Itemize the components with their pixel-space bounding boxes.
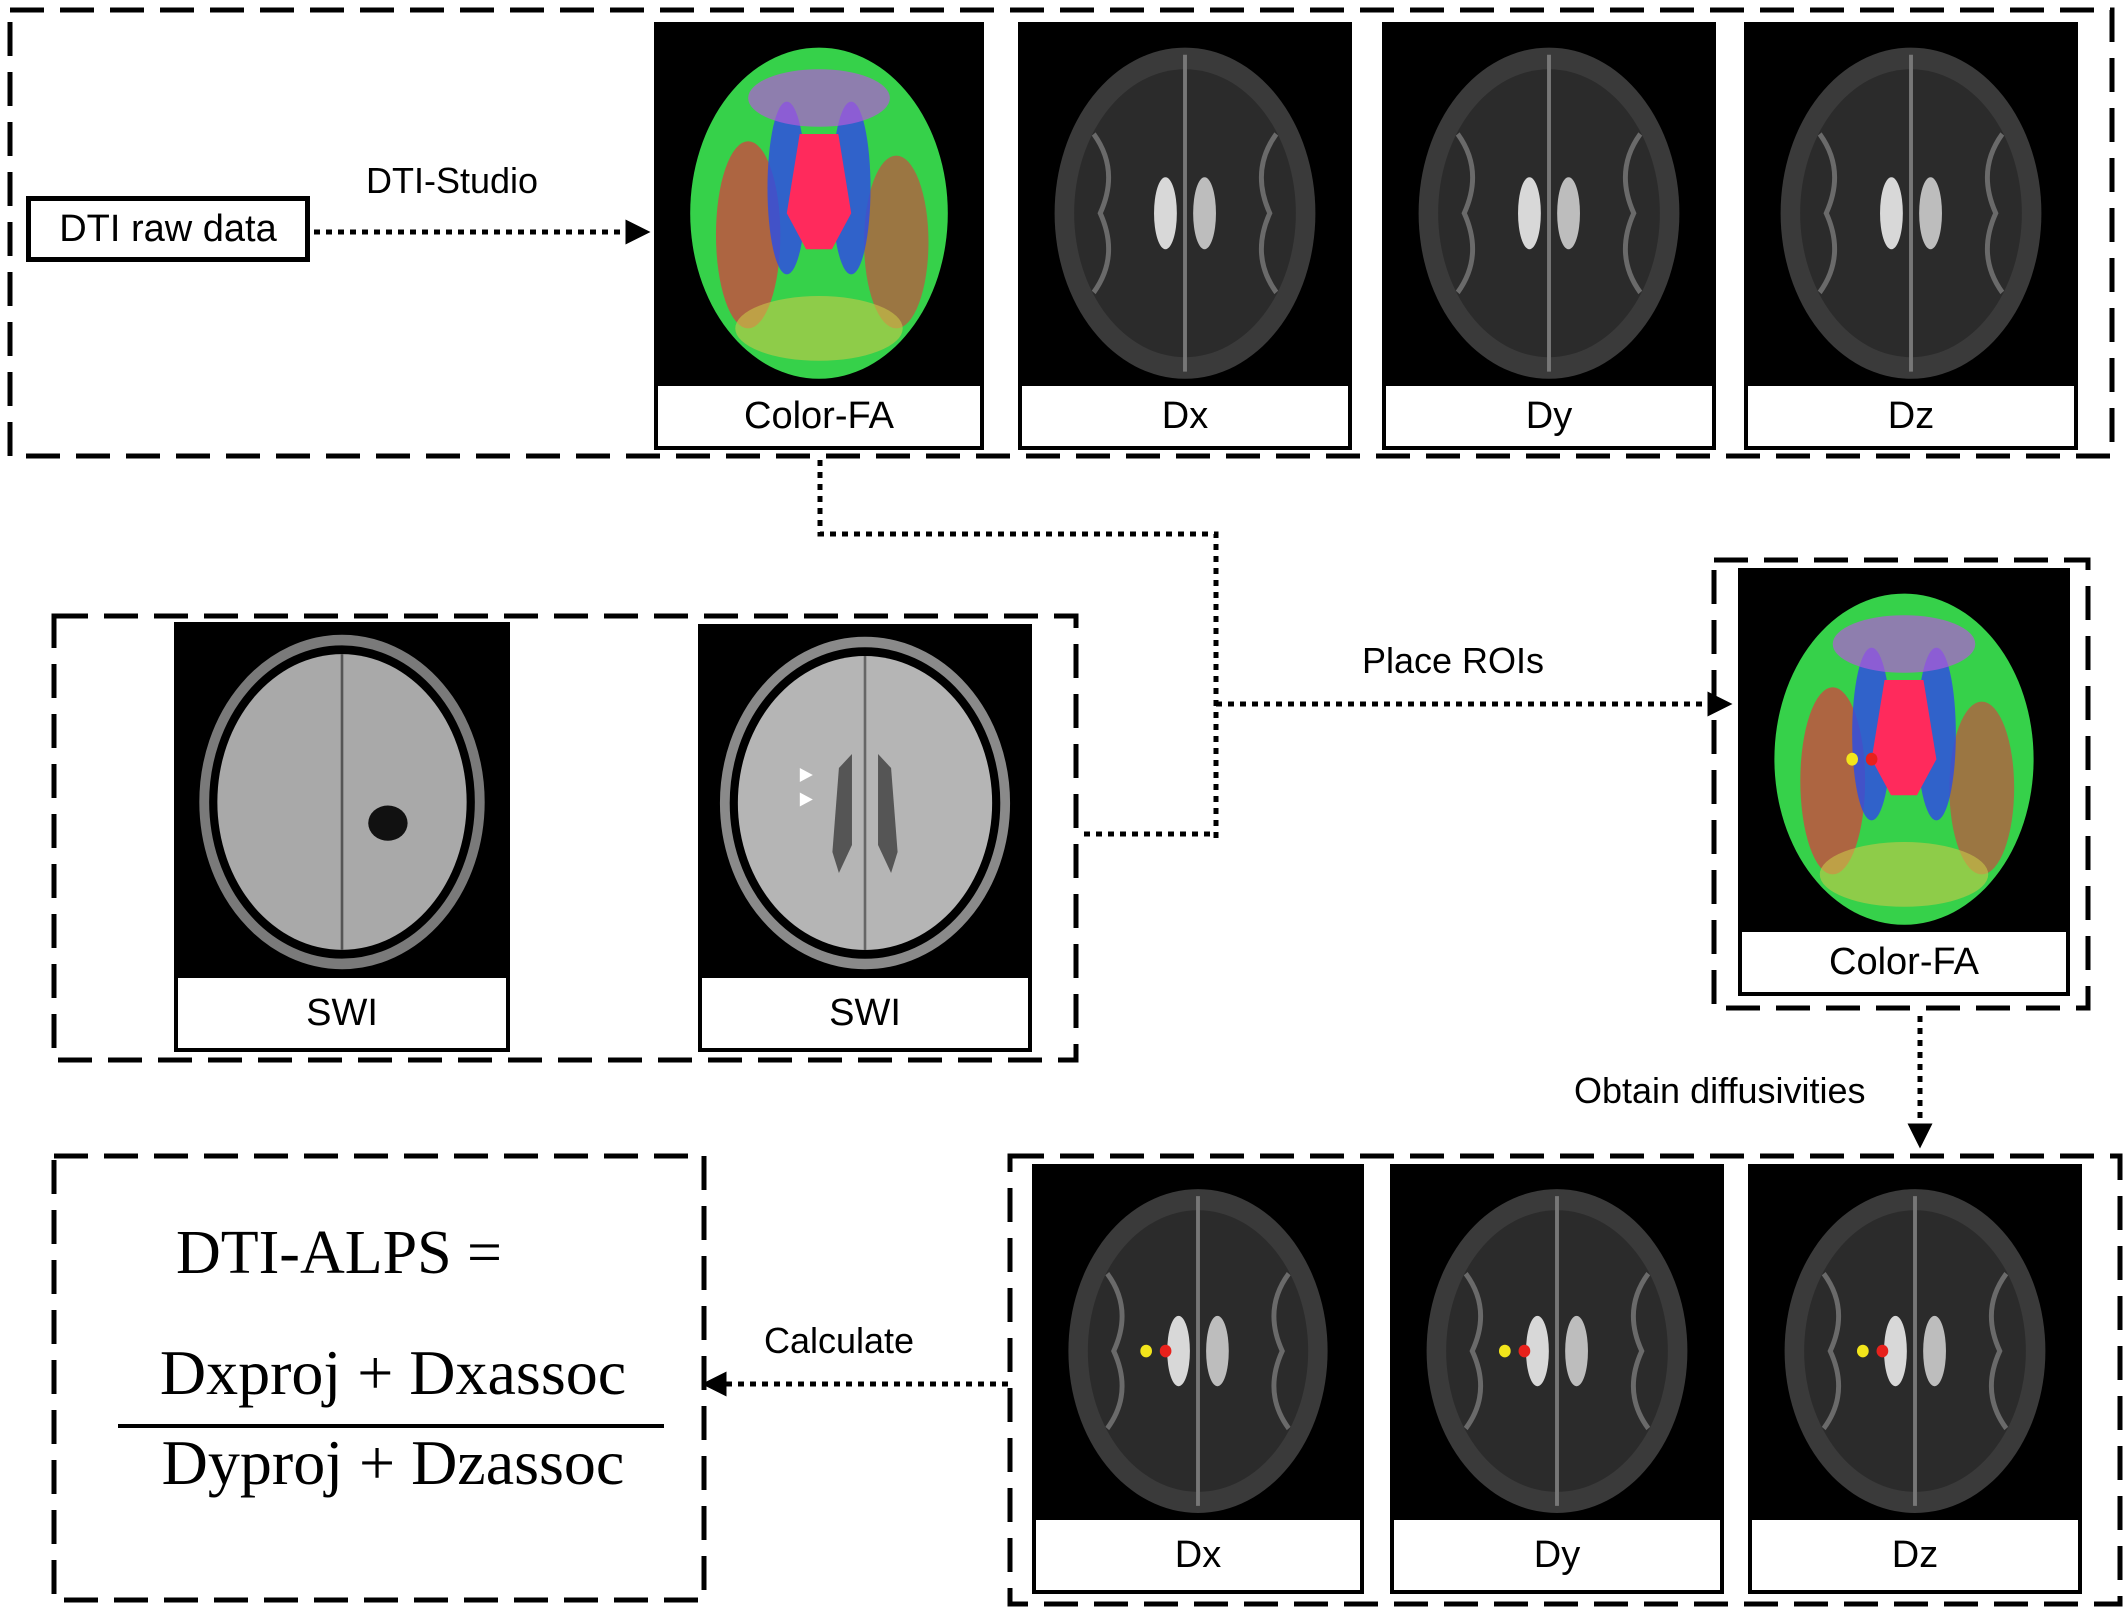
brain-slice xyxy=(719,636,1011,970)
brain-slice xyxy=(199,634,485,970)
dx-panel: Dx xyxy=(1018,22,1352,450)
swi-image-2 xyxy=(702,628,1028,978)
roi-dz-panel: Dz xyxy=(1748,1164,2082,1594)
panel-caption: Dz xyxy=(1752,1516,2078,1590)
place-rois-label: Place ROIs xyxy=(1362,640,1545,681)
dti-raw-data-box: DTI raw data xyxy=(26,196,310,262)
brain-slice xyxy=(1418,47,1680,379)
panel-caption: Dx xyxy=(1036,1516,1360,1590)
swi-image-1 xyxy=(178,626,506,978)
roi-dy-image xyxy=(1394,1168,1720,1520)
color-fa-image xyxy=(658,26,980,386)
formula-denominator: Dyproj + Dzassoc xyxy=(161,1427,625,1498)
formula-numerator: Dxproj + Dxassoc xyxy=(159,1337,627,1408)
dti-processing-group xyxy=(7,7,2115,459)
panel-caption: SWI xyxy=(178,974,506,1048)
brain-slice xyxy=(1784,1189,2046,1513)
dz-image xyxy=(1748,26,2074,386)
roi-dz-image xyxy=(1752,1168,2078,1520)
dx-image xyxy=(1022,26,1348,386)
brain-slice xyxy=(1426,1189,1688,1513)
dy-image xyxy=(1386,26,1712,386)
color-fa-panel: Color-FA xyxy=(654,22,984,450)
panel-caption: Dy xyxy=(1394,1516,1720,1590)
formula-lhs: DTI-ALPS = xyxy=(176,1219,503,1287)
dti-raw-data-label: DTI raw data xyxy=(59,207,277,250)
panel-caption: Color-FA xyxy=(658,382,980,446)
roi-dx-image xyxy=(1036,1168,1360,1520)
brain-slice xyxy=(1774,593,2034,925)
swi-panel-1: SWI xyxy=(174,622,510,1052)
obtain-diffusivities-label: Obtain diffusivities xyxy=(1574,1070,1866,1111)
panel-caption: Dz xyxy=(1748,382,2074,446)
roi-dx-panel: Dx xyxy=(1032,1164,1364,1594)
dy-panel: Dy xyxy=(1382,22,1716,450)
swi-panel-2: SWI xyxy=(698,624,1032,1052)
roi-color-fa-panel: Color-FA xyxy=(1738,568,2070,996)
dti-studio-label: DTI-Studio xyxy=(366,160,539,201)
fraction-bar xyxy=(118,1424,664,1428)
diffusivity-roi-group xyxy=(1007,1153,2123,1607)
roi-color-fa-image xyxy=(1742,572,2066,932)
swi-group xyxy=(51,613,1079,1063)
brain-slice xyxy=(1780,47,2042,379)
panel-caption: Dy xyxy=(1386,382,1712,446)
roi-group xyxy=(1711,557,2091,1011)
brain-slice xyxy=(690,47,948,379)
panel-caption: Dx xyxy=(1022,382,1348,446)
brain-slice xyxy=(1068,1189,1328,1513)
brain-slice xyxy=(1054,47,1316,379)
panel-caption: Color-FA xyxy=(1742,928,2066,992)
dz-panel: Dz xyxy=(1744,22,2078,450)
panel-caption: SWI xyxy=(702,974,1028,1048)
roi-dy-panel: Dy xyxy=(1390,1164,1724,1594)
calculate-label: Calculate xyxy=(764,1320,915,1361)
